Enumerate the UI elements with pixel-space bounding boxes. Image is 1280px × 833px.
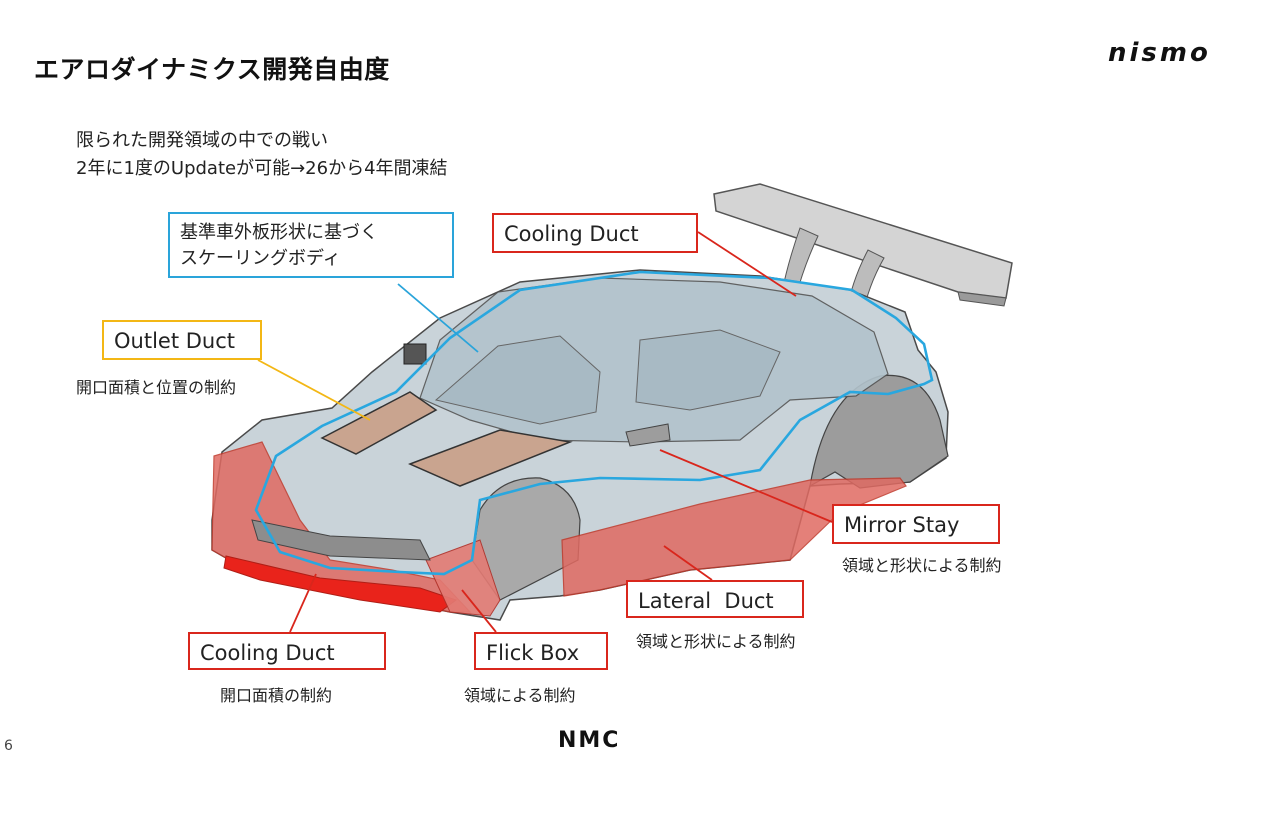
lateral-duct-callout: Lateral Duct: [626, 580, 804, 618]
leader-lines: [257, 231, 833, 633]
flick-box-callout: Flick Box: [474, 632, 608, 670]
flick-box-note: 領域による制約: [464, 686, 576, 705]
outlet-duct-note: 開口面積と位置の制約: [76, 378, 237, 397]
page-number: 6: [4, 738, 13, 754]
scaling-body-line-2: スケーリングボディ: [180, 248, 341, 269]
nmc-logo: NMC: [558, 728, 621, 753]
page-title: エアロダイナミクス開発自由度: [34, 55, 390, 84]
mirror-stay-callout: Mirror Stay: [832, 504, 1000, 544]
car-body: [211, 269, 949, 621]
cooling-duct-top-label: Cooling Duct: [504, 222, 639, 246]
cooling-duct-bottom-note: 開口面積の制約: [220, 686, 333, 705]
scaling-body-line-1: 基準車外板形状に基づく: [180, 222, 378, 243]
scaling-body-callout: 基準車外板形状に基づく スケーリングボディ: [168, 212, 454, 278]
mirror-stay-note: 領域と形状による制約: [842, 556, 1002, 575]
flick-box-label: Flick Box: [486, 641, 580, 665]
cooling-duct-bottom-callout: Cooling Duct: [188, 632, 386, 670]
cooling-duct-top-callout: Cooling Duct: [492, 213, 698, 253]
nismo-logo: nismo: [1108, 38, 1211, 68]
lateral-duct-label: Lateral Duct: [638, 589, 774, 613]
mirror-stay-label: Mirror Stay: [844, 513, 960, 537]
lateral-duct-note: 領域と形状による制約: [636, 632, 796, 651]
outlet-duct-label: Outlet Duct: [114, 329, 235, 353]
intro-line-2: 2年に1度のUpdateが可能→26から4年間凍結: [76, 158, 448, 179]
intro-line-1: 限られた開発領域の中での戦い: [76, 130, 328, 151]
outlet-duct-callout: Outlet Duct: [102, 320, 262, 360]
cooling-duct-bottom-label: Cooling Duct: [200, 641, 335, 665]
